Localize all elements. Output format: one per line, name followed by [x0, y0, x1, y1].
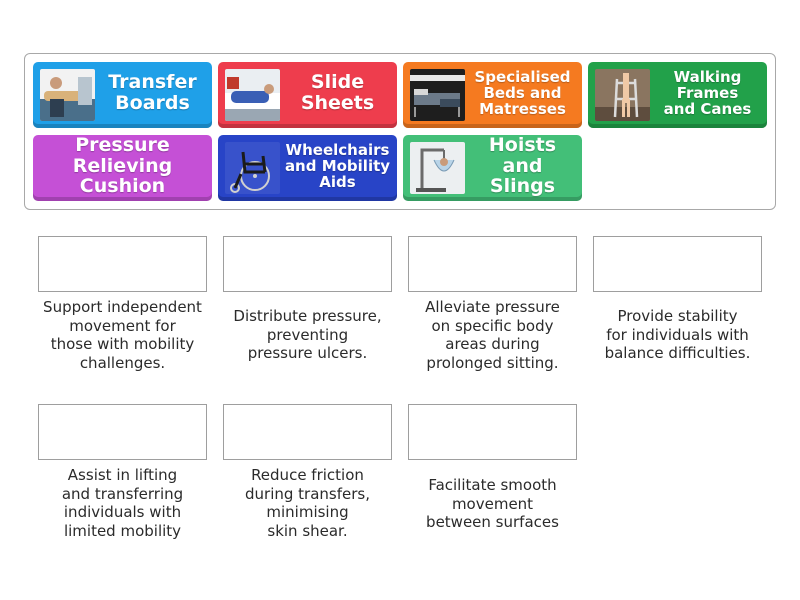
- card-label: Hoists and Slings: [488, 135, 557, 198]
- drop-slot-4[interactable]: [593, 236, 762, 292]
- target-description: Distribute pressure, preventing pressure…: [233, 307, 382, 363]
- card-walking-frames[interactable]: Walking Frames and Canes: [588, 62, 767, 128]
- drop-slot-5[interactable]: [38, 404, 207, 460]
- card-label: Transfer Boards: [108, 71, 197, 114]
- hoist-image: [410, 142, 465, 194]
- target-description: Facilitate smooth movement between surfa…: [426, 476, 559, 532]
- card-transfer-boards[interactable]: Transfer Boards: [33, 62, 212, 128]
- drop-slot-7[interactable]: [408, 404, 577, 460]
- hospital-bed-image: [410, 69, 465, 121]
- drop-slot-1[interactable]: [38, 236, 207, 292]
- card-hoists[interactable]: Hoists and Slings: [403, 135, 582, 201]
- card-label: Pressure Relieving Cushion: [72, 135, 173, 198]
- target-description: Provide stability for individuals with b…: [604, 307, 751, 363]
- target-description: Alleviate pressure on specific body area…: [425, 298, 560, 373]
- card-label: Specialised Beds and Matresses: [474, 67, 571, 119]
- drop-slot-6[interactable]: [223, 404, 392, 460]
- target-description: Reduce friction during transfers, minimi…: [245, 466, 370, 541]
- drop-slot-2[interactable]: [223, 236, 392, 292]
- target-description: Assist in lifting and transferring indiv…: [61, 466, 184, 541]
- card-wheelchairs[interactable]: Wheelchairs and Mobility Aids: [218, 135, 397, 201]
- card-pressure-cushion[interactable]: Pressure Relieving Cushion: [33, 135, 212, 201]
- walking-frame-image: [595, 69, 650, 121]
- card-label: Walking Frames and Canes: [663, 67, 752, 119]
- slide-sheet-image: [225, 69, 280, 121]
- wheelchair-image: [225, 142, 280, 194]
- card-label: Slide Sheets: [300, 71, 375, 114]
- drop-slot-3[interactable]: [408, 236, 577, 292]
- transfer-board-image: [40, 69, 95, 121]
- target-description: Support independent movement for those w…: [43, 298, 202, 373]
- card-specialised-beds[interactable]: Specialised Beds and Matresses: [403, 62, 582, 128]
- card-slide-sheets[interactable]: Slide Sheets: [218, 62, 397, 128]
- card-label: Wheelchairs and Mobility Aids: [284, 140, 391, 192]
